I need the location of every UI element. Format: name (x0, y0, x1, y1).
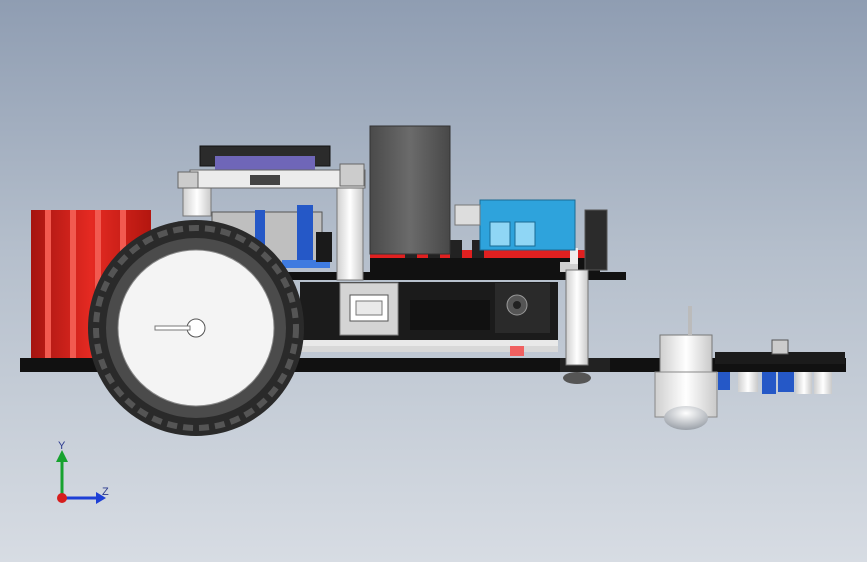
line-sensor-array (715, 339, 845, 394)
capacitor (584, 209, 608, 271)
terminal-block (454, 199, 576, 251)
axis-y-label: Y (58, 440, 66, 452)
display-module (177, 145, 366, 189)
standoffs (182, 179, 591, 384)
front-caster (654, 306, 718, 430)
axis-z-label: Z (102, 486, 109, 498)
coordinate-triad (56, 450, 106, 504)
rear-wheel (88, 220, 304, 436)
heatsink (369, 125, 451, 255)
lower-pcb (300, 282, 558, 356)
